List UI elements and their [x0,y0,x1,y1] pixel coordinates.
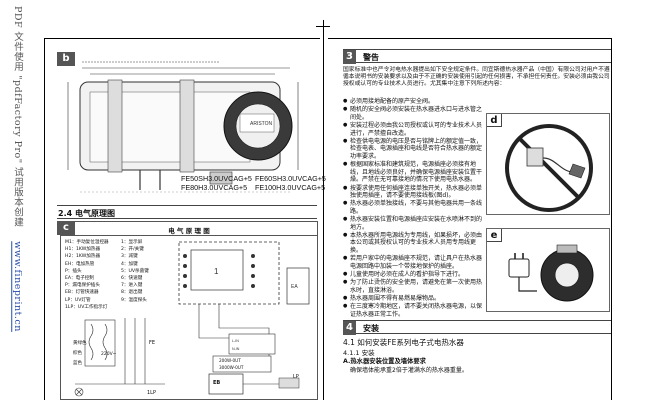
legend-item: 9：温度探头 [121,297,147,303]
legend-item: 4：加键 [121,261,138,267]
warning-item: 为了防止烫伤的安全使用，请避免在第一次使用热水时，直接淋浴。 [343,279,483,294]
watermark-url[interactable]: www.fineprint.cn [12,241,23,332]
model-list-right: FE60SH3.0UVCAG+5 FE100H3.0UVCAG+5 [255,174,326,192]
legend-item: P：插头 [65,268,82,274]
legend-item: 5：UV杀菌键 [121,268,149,274]
section-4-sub-a: A.热水器安装位置及墙体要求 [343,358,426,365]
power-label-220v: 220V~ [101,352,117,357]
center-mark [316,26,330,27]
warning-item: 若用户家中的电源插座不规范，请让具户在热水器电源回路中加装一个带接地保护的插座。 [343,255,483,270]
legend-item: H1：1KW加热器 [65,247,101,253]
warning-item: 必须用接地配备的原产安全阀。 [343,98,483,106]
section-3-intro: 国家标准中也严令对电热水器提出如下安全规定条件。同宜斯德热水器产品（中国）有限公… [343,67,610,88]
section-3-title: 警告 [363,53,379,62]
fe-label: FE [149,340,156,346]
warning-item: 热水器周围不得有易燃易爆物品。 [343,295,483,303]
section-4-number: 4 [343,321,356,335]
model-fe60sh: FE60SH3.0UVCAG+5 [255,174,326,183]
legend-item: 1：显示屏 [121,240,143,245]
heater-dimension-drawing: ARISTON [67,61,299,193]
section-4-subtitle: 4.1 如何安装FE系列电子式电热水器 [343,338,464,347]
legend-item: LP：UV灯管 [65,297,91,303]
warning-item: 热水器必须单独接线，不要与其他电器共用一条线路。 [343,200,483,215]
eb-label: EB [213,380,221,386]
left-crop-line [44,38,45,400]
warning-item: 检查供电电源的电压是否与铭牌上的额定值一致，检查电表、电源插座和电线是否符合热水… [343,138,483,161]
warning-item: 随机的安全阀必须安装在热水器进水口与进水管之间处。 [343,106,483,121]
panel-d-illustration [486,113,610,215]
legend-item: P：漏电保护插头 [65,283,100,289]
top-crop-line [44,38,320,39]
model-fe80h: FE80H3.0UVCAG+5 [181,182,248,192]
warning-item: 根据国家标准和建筑规范，电源插座必须接有地线，且地线必须良好，并确保电源插座安装… [343,161,483,184]
svg-text:1: 1 [214,267,219,276]
wire-label-blue: 蓝色 [73,361,82,366]
legend-item: 6：快速键 [121,276,143,282]
model-fe50sh: FE50SH3.0UVCAG+5 [181,174,252,183]
section-4-header: 4 安装 [343,320,611,335]
section-2-4-rule-top [57,205,317,206]
section-4-sub-a-item: 确保墙体能承重2倍于灌满水的热水器重量。 [350,367,468,374]
panel-b-label: b [57,52,75,66]
panel-e-illustration [486,228,610,312]
circuit-legend-left: M1：手动复位温控器 H1：1KW加热器 H2：1KW加热器 EH：电加热管 P… [65,239,131,311]
circuit-header: 电 气 原 理 图 [168,227,210,235]
warning-item: 热水器安装位置和电源插座应安装在水喷淋不到的地方。 [343,216,483,231]
legend-item: 8：退出键 [121,290,143,296]
circuit-legend-right: 1：显示屏 2：开/关键 3：减键 4：加键 5：UV杀菌键 6：快速键 7：进… [121,239,165,304]
prohibited-extension-icon [505,124,593,212]
svg-text:N-IN: N-IN [232,347,240,351]
wire-label-yellow-green: 黄绿色 [73,341,87,346]
panel-c-label: c [57,221,75,235]
center-crop-line [323,20,324,400]
legend-item: EH：电加热管 [65,261,95,267]
svg-text:EA: EA [291,284,298,290]
warning-item: 按要求使用任何插座连接单独开关，热水器必须单独使用插座，请不要使用接线板(图d)… [343,185,483,200]
pdf-watermark: PDF 文件使用 "pdfFactory Pro" 试用版本创建 www.fin… [2,6,24,396]
power-label-200w: 200W-0UT [219,358,241,363]
model-fe100h: FE100H3.0UVCAG+5 [255,182,326,192]
section-4-1-1: 4.1.1 安装 [343,349,375,357]
circuit-header-rule [61,235,317,236]
legend-item: 1LP：UV工作指示灯 [65,304,108,310]
watermark-text: PDF 文件使用 "pdfFactory Pro" 试用版本创建 [12,6,23,228]
power-label-3000w: 3000W-0UT [219,365,244,370]
legend-item: M1：手动复位温控器 [65,240,109,245]
legend-item: EB：灯管快速器 [65,290,99,296]
section-3-number: 3 [343,50,356,64]
warning-item: 儿童使用时必须在成人的看护指导下进行。 [343,271,483,279]
warning-item: 安装过程必须由我公司授权或认可的专业技术人员进行，严禁擅自改造。 [343,122,483,137]
circuit-diagram-frame: 电 气 原 理 图 M1：手动复位温控器 H1：1KW加热器 H2：1KW加热器… [60,221,318,400]
svg-text:L-IN: L-IN [232,339,239,343]
lp-label: LP [293,374,299,380]
warning-item: 在三度寒冷期地区，请不要关闭热水器电源，以保证热水器正常工作。 [343,303,483,318]
legend-item: 7：进入键 [121,283,143,289]
svg-text:ARISTON: ARISTON [250,121,273,127]
plug-icon [508,244,594,302]
legend-item: 3：减键 [121,254,138,260]
section-2-4-title: 2.4 电气原理图 [58,209,115,218]
heater-wiring [74,318,165,397]
warning-list: 必须用接地配备的原产安全阀。 随机的安全阀必须安装在热水器进水口与进水管之间处。… [343,98,483,319]
warning-item: 本热水器所用电源线为专用线，如果损坏，必须由本公司或其授权认可的专业技术人员用专… [343,232,483,255]
legend-item: 2：开/关键 [121,247,144,253]
control-panel-diagram: 1 EA L-IN N-IN [178,241,310,395]
wire-label-brown: 棕色 [73,351,82,356]
section-4-title: 安装 [363,324,379,333]
legend-item: H2：1KW加热器 [65,254,101,260]
legend-item: EA：电子控制 [65,276,95,282]
right-crop-line [611,38,612,400]
section-3-header: 3 警告 [343,49,611,64]
ilp-label: 1LP [147,390,156,396]
model-list-left: FE50SH3.0UVCAG+5 FE80H3.0UVCAG+5 [181,174,252,192]
section-2-4-rule-bottom [57,218,317,219]
top-crop-line-right [328,38,611,39]
